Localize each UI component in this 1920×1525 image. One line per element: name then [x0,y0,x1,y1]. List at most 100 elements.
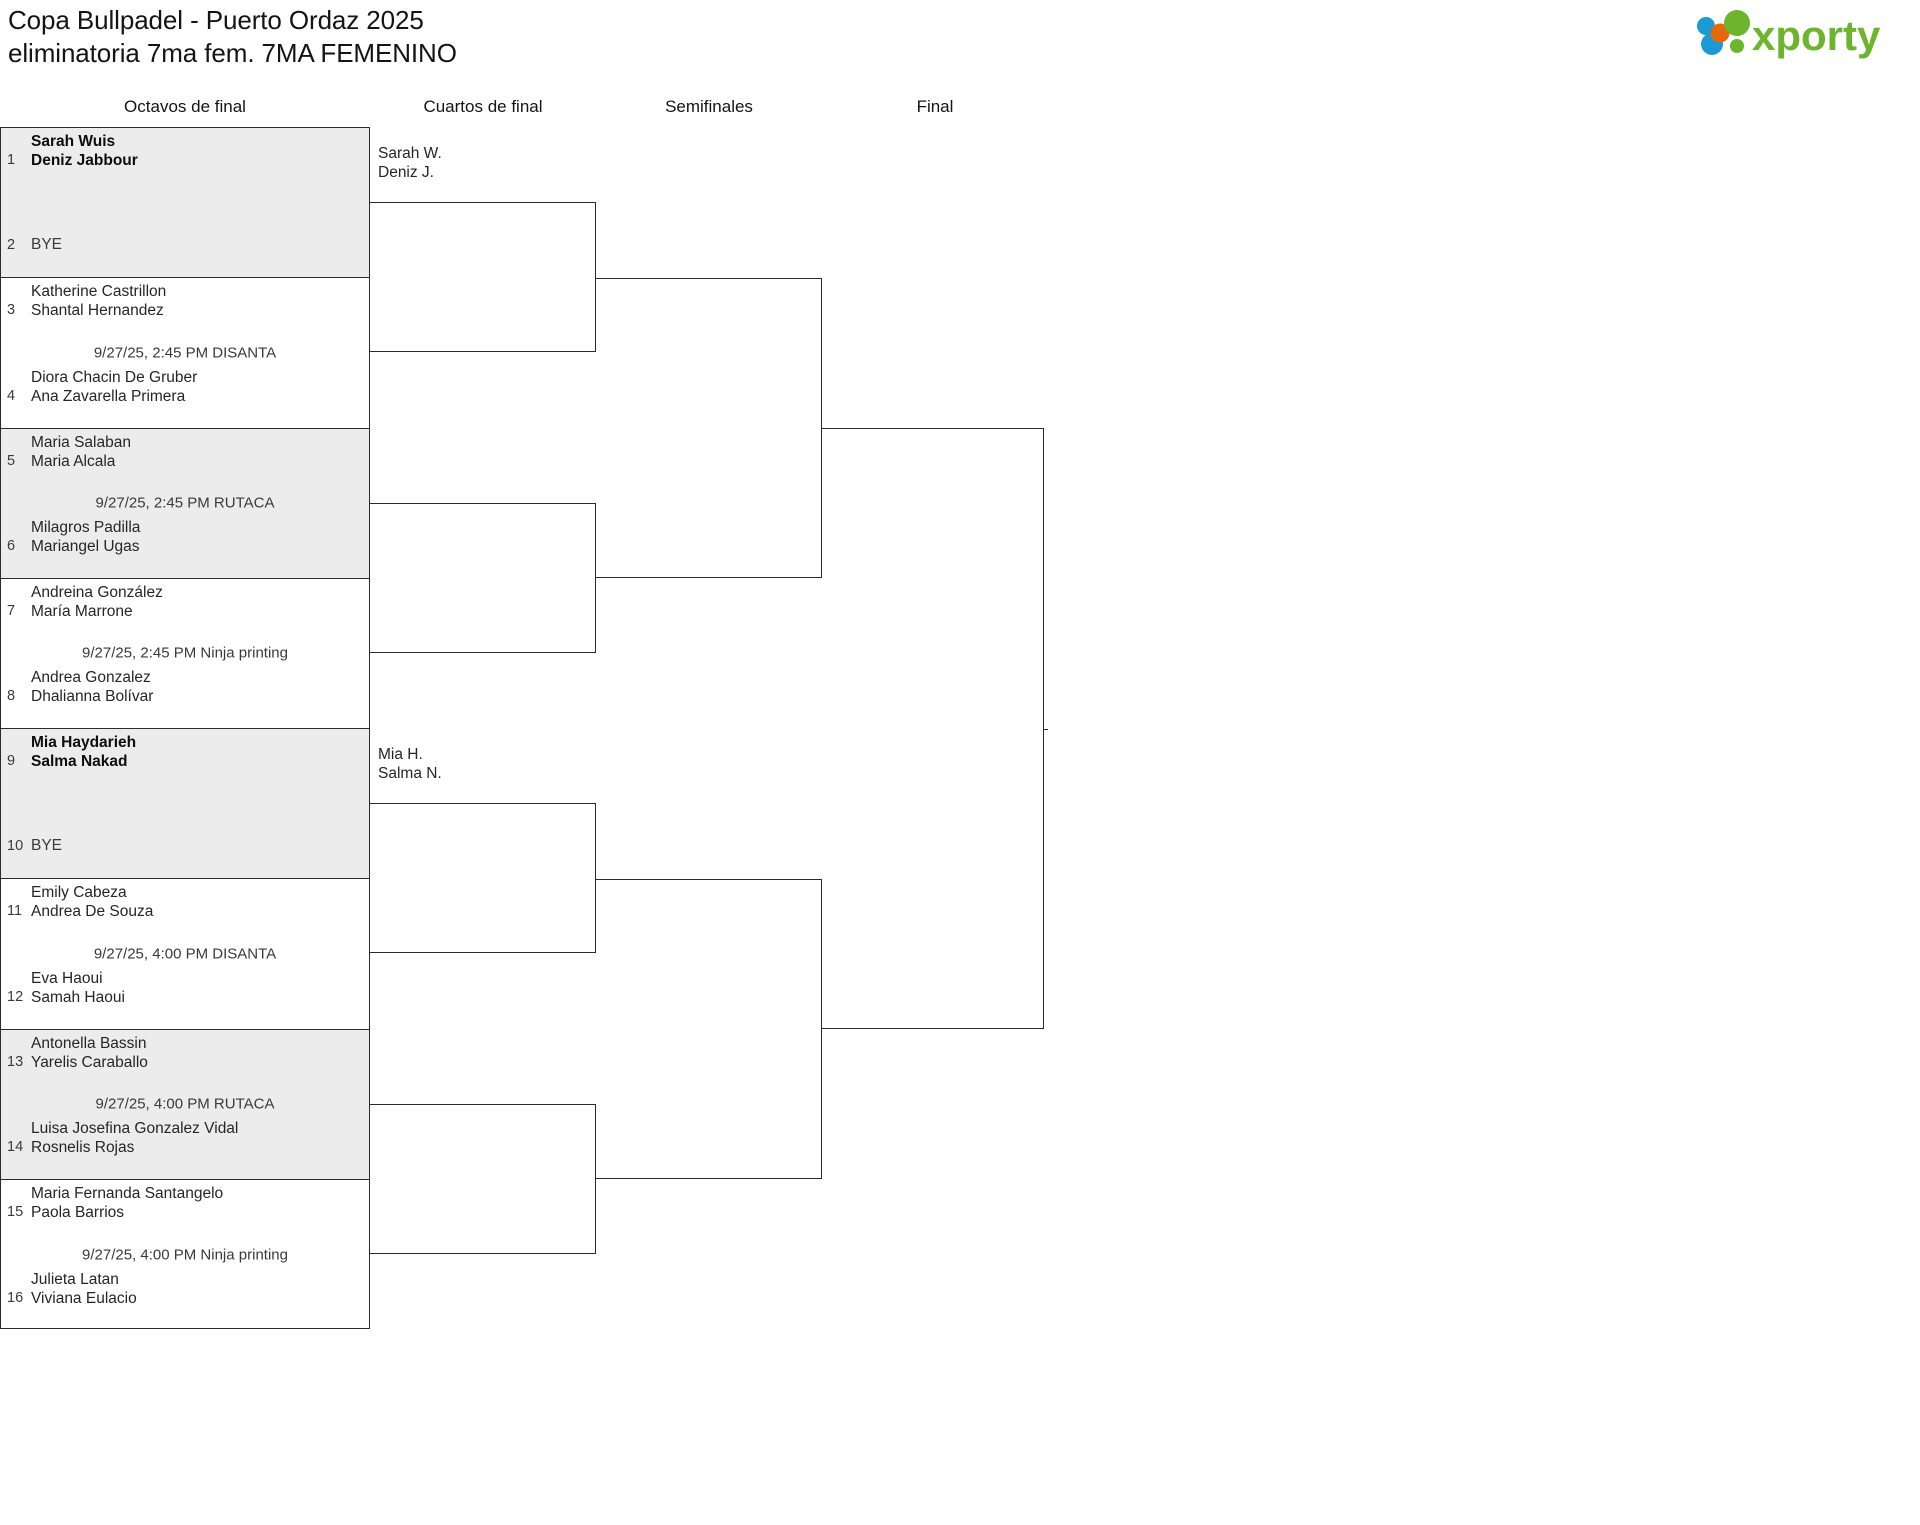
match-block-3[interactable]: 5 Maria Salaban Maria Alcala 9/27/25, 2:… [1,428,369,579]
seed-number: 6 [7,537,16,554]
player-name: Sarah W. [378,145,442,162]
team-names: Andrea Gonzalez Dhalianna Bolívar [31,668,363,706]
seed-number: 16 [7,1290,24,1306]
champion-stub [1044,729,1048,730]
team-names: Maria Salaban Maria Alcala [31,433,363,471]
match-1-slot-bottom[interactable]: 2 BYE [1,217,369,273]
round-header-octavos: Octavos de final [124,97,246,116]
player-name: Yarelis Caraballo [31,1053,148,1071]
team-names: Luisa Josefina Gonzalez Vidal Rosnelis R… [31,1119,363,1157]
team-names: Andreina González María Marrone [31,583,363,621]
player-name: Deniz Jabbour [31,152,138,169]
player-name: Milagros Padilla [31,518,141,536]
seed-number: 4 [7,387,16,404]
match-block-7[interactable]: 13 Antonella Bassin Yarelis Caraballo 9/… [1,1029,369,1180]
player-name: Maria Salaban [31,433,131,451]
player-name: Mia Haydarieh [31,734,137,751]
match-2-slot-top[interactable]: 3 Katherine Castrillon Shantal Hernandez [1,282,369,338]
team-names: Mia Haydarieh Salma Nakad [31,733,363,771]
match-5-slot-bottom[interactable]: 10 BYE [1,818,369,874]
team-names: Sarah Wuis Deniz Jabbour [31,132,363,170]
player-name: Maria Alcala [31,452,116,470]
player-name: Sarah Wuis [31,133,116,150]
player-name: Katherine Castrillon [31,283,167,301]
player-name: Emily Cabeza [31,884,127,902]
seed-number: 11 [7,903,23,920]
seed-number: 2 [7,237,16,254]
title-line-2: eliminatoria 7ma fem. 7MA FEMENINO [8,38,457,68]
player-name: María Marrone [31,602,133,620]
logo-dot-blue-top [1697,17,1715,35]
player-name: Salma Nakad [31,753,128,770]
player-name: Andreina González [31,583,163,601]
player-name: Salma N. [378,765,442,782]
match-7-slot-top[interactable]: 13 Antonella Bassin Yarelis Caraballo [1,1034,369,1090]
team-names: Katherine Castrillon Shantal Hernandez [31,282,363,320]
round-column-octavos: 1 Sarah Wuis Deniz Jabbour 2 BYE 3 Kathe… [0,127,370,1329]
seed-number: 7 [7,602,16,619]
match-6-slot-bottom[interactable]: 12 Eva Haoui Samah Haoui [1,969,369,1025]
player-name: Andrea De Souza [31,903,154,921]
round-header-cuartos: Cuartos de final [423,97,543,116]
team-names: Emily Cabeza Andrea De Souza [31,883,363,921]
match-7-slot-bottom[interactable]: 14 Luisa Josefina Gonzalez Vidal Rosneli… [1,1119,369,1175]
team-names: Diora Chacin De Gruber Ana Zavarella Pri… [31,368,363,406]
match-block-4[interactable]: 7 Andreina González María Marrone 9/27/2… [1,579,369,729]
match-8-slot-top[interactable]: 15 Maria Fernanda Santangelo Paola Barri… [1,1184,369,1240]
match-2-schedule: 9/27/25, 2:45 PM DISANTA [93,344,277,362]
logo-wordmark: xporty [1752,12,1881,59]
match-block-1[interactable]: 1 Sarah Wuis Deniz Jabbour 2 BYE [1,128,369,279]
round-header-semifinales: Semifinales [665,97,753,116]
player-name: Mariangel Ugas [31,537,140,555]
match-5-slot-top[interactable]: 9 Mia Haydarieh Salma Nakad [1,733,369,789]
player-name: Mia H. [378,746,423,763]
match-block-2[interactable]: 3 Katherine Castrillon Shantal Hernandez… [1,278,369,429]
team-names: Milagros Padilla Mariangel Ugas [31,518,363,556]
bye-label: BYE [31,837,63,855]
connector-cuartos-4 [370,1104,596,1254]
logo-dot-orange [1710,23,1730,43]
match-2-slot-bottom[interactable]: 4 Diora Chacin De Gruber Ana Zavarella P… [1,368,369,424]
match-8-schedule: 9/27/25, 4:00 PM Ninja printing [82,1246,288,1264]
match-8-slot-bottom[interactable]: 16 Julieta Latan Viviana Eulacio [1,1270,369,1326]
seed-number: 8 [7,688,16,704]
connector-cuartos-3 [370,803,596,953]
player-name: Paola Barrios [31,1203,125,1221]
advancing-team-cuartos-1: Sarah W. Deniz J. [378,144,442,182]
player-name: Julieta Latan [31,1271,119,1288]
bye-label: BYE [31,236,63,254]
match-block-8[interactable]: 15 Maria Fernanda Santangelo Paola Barri… [1,1180,369,1330]
seed-number: 12 [7,988,24,1005]
match-7-schedule: 9/27/25, 4:00 PM RUTACA [95,1095,275,1113]
match-1-slot-top[interactable]: 1 Sarah Wuis Deniz Jabbour [1,132,369,188]
match-block-6[interactable]: 11 Emily Cabeza Andrea De Souza 9/27/25,… [1,879,369,1030]
player-name: Luisa Josefina Gonzalez Vidal [31,1119,239,1137]
player-name: Viviana Eulacio [31,1290,137,1307]
player-name: Samah Haoui [31,988,125,1006]
advancing-team-cuartos-3: Mia H. Salma N. [378,745,442,783]
seed-number: 10 [7,838,24,855]
team-names: Maria Fernanda Santangelo Paola Barrios [31,1184,363,1222]
xporty-logo: xporty [1692,6,1902,68]
player-name: Eva Haoui [31,969,103,987]
player-name: Diora Chacin De Gruber [31,368,198,386]
seed-number: 1 [7,152,16,168]
match-6-slot-top[interactable]: 11 Emily Cabeza Andrea De Souza [1,883,369,939]
seed-number: 13 [7,1053,24,1070]
connector-semifinal-2 [596,879,822,1179]
match-3-slot-bottom[interactable]: 6 Milagros Padilla Mariangel Ugas [1,518,369,574]
match-4-schedule: 9/27/25, 2:45 PM Ninja printing [82,644,288,662]
round-header-final: Final [916,97,954,116]
player-name: Ana Zavarella Primera [31,387,186,405]
match-4-slot-bottom[interactable]: 8 Andrea Gonzalez Dhalianna Bolívar [1,668,369,724]
connector-cuartos-1 [370,202,596,352]
team-names: Julieta Latan Viviana Eulacio [31,1270,363,1308]
match-4-slot-top[interactable]: 7 Andreina González María Marrone [1,583,369,639]
player-name: Deniz J. [378,164,434,181]
player-name: Antonella Bassin [31,1034,147,1052]
match-3-slot-top[interactable]: 5 Maria Salaban Maria Alcala [1,433,369,489]
logo-dot-green-small [1730,39,1744,53]
match-3-schedule: 9/27/25, 2:45 PM RUTACA [95,494,275,512]
match-block-5[interactable]: 9 Mia Haydarieh Salma Nakad 10 BYE [1,729,369,880]
